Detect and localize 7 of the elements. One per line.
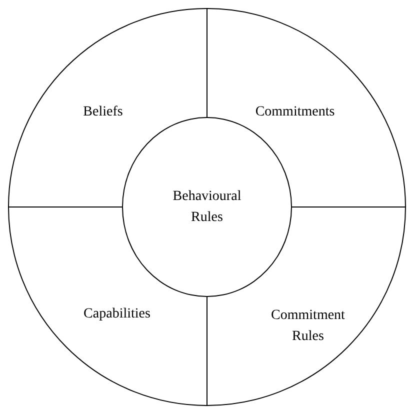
quadrant-label: Commitments: [240, 102, 350, 122]
outer-circle: [8, 8, 406, 406]
center-circle: [122, 117, 292, 297]
quadrant-label: Commitment Rules: [258, 305, 358, 347]
quadrant-label: Capabilities: [67, 304, 167, 324]
quadrant-label: Beliefs: [58, 102, 148, 122]
circle-label: Behavioural Rules: [172, 188, 242, 227]
